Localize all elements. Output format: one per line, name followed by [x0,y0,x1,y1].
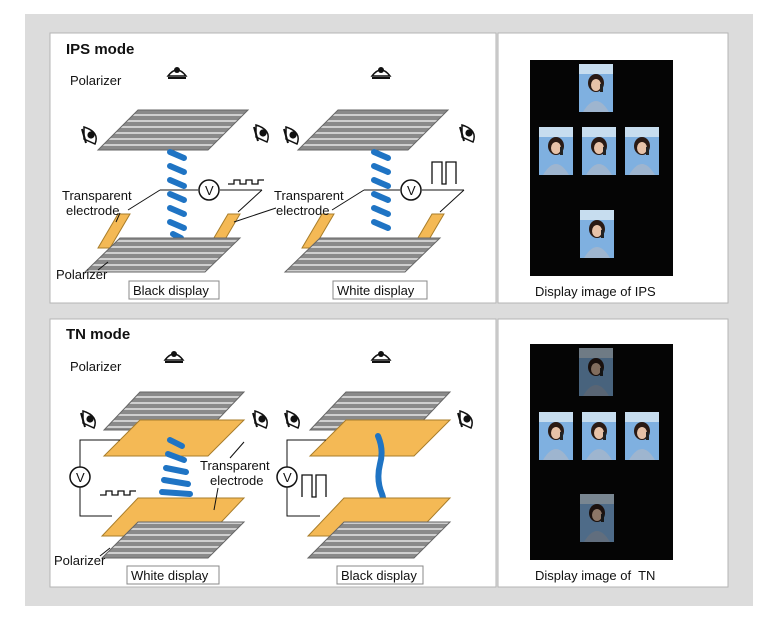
woman-phone-photo [579,348,613,396]
woman-phone-photo [625,412,659,460]
woman-phone-photo [582,412,616,460]
ips-circuit-left [127,179,264,213]
woman-phone-photo [579,64,613,112]
tn-polarizer-bottom-label: Polarizer [54,553,106,568]
tn-voltmeter-right [276,466,298,488]
ips-bottom-polarizer-right [283,237,442,273]
ips-electrode-label-right-line1: Transparent [274,188,344,203]
tn-bottom-polarizer-right [306,521,452,559]
ips-image-caption: Display image of IPS [535,284,656,299]
ips-polarizer-bottom-leader [97,261,109,271]
tn-right-caption: Black display [341,568,417,583]
tn-voltmeter-left [69,466,91,488]
ips-panel: IPS mode Polarizer [49,32,729,304]
ips-right-caption: White display [337,283,415,298]
ips-voltmeter-right-symbol: V [407,183,416,198]
ips-voltmeter-left-symbol: V [205,183,214,198]
ips-left-caption: Black display [133,283,209,298]
tn-title: TN mode [66,326,130,343]
ips-circuit-right [331,161,465,213]
woman-phone-photo [580,210,614,258]
ips-liquid-crystal-left [167,149,187,241]
tn-circuit-left [79,439,136,517]
woman-phone-photo [580,494,614,542]
tn-image-caption: Display image of TN [535,568,655,583]
ips-electrode-label-left-line2: electrode [66,203,119,218]
ips-left-caption-box [128,280,220,300]
woman-phone-photo [539,127,573,175]
ips-polarizer-bottom-label: Polarizer [56,267,108,282]
ips-title: IPS mode [66,41,134,58]
tn-left-caption-box [126,565,220,585]
ips-top-polarizer-left [96,109,250,151]
ips-top-polarizer-right [296,109,450,151]
ips-bottom-polarizer-left [83,237,242,273]
tn-panel: TN mode Polarizer [49,318,729,588]
ips-right-caption-box [332,280,428,300]
tn-bottom-polarizer-left [100,521,246,559]
tn-electrode-label-line2: electrode [210,473,263,488]
ips-polarizer-top-label: Polarizer [70,73,122,88]
ips-liquid-crystal-right [371,149,391,231]
tn-left-caption: White display [131,568,209,583]
tn-electrode-label: Transparent electrode [200,441,270,511]
ips-electrode-label-left: Transparent electrode [62,188,132,223]
woman-phone-photo [625,127,659,175]
ips-electrode-label-right: Transparent electrode [233,188,344,223]
ips-electrode-label-left-line1: Transparent [62,188,132,203]
tn-polarizer-top-label: Polarizer [70,359,122,374]
tn-top-electrode-left [102,419,246,457]
ips-voltmeter-left [198,179,220,201]
woman-phone-photo [582,127,616,175]
woman-phone-photo [539,412,573,460]
ips-electrode-label-right-line2: electrode [276,203,329,218]
tn-voltmeter-left-symbol: V [76,470,85,485]
ips-voltmeter-right [400,179,422,201]
tn-voltmeter-right-symbol: V [283,470,292,485]
tn-circuit-right [286,439,327,517]
tn-electrode-label-line1: Transparent [200,458,270,473]
tn-right-caption-box [336,565,424,585]
tn-polarizer-bottom-leader [99,547,111,557]
